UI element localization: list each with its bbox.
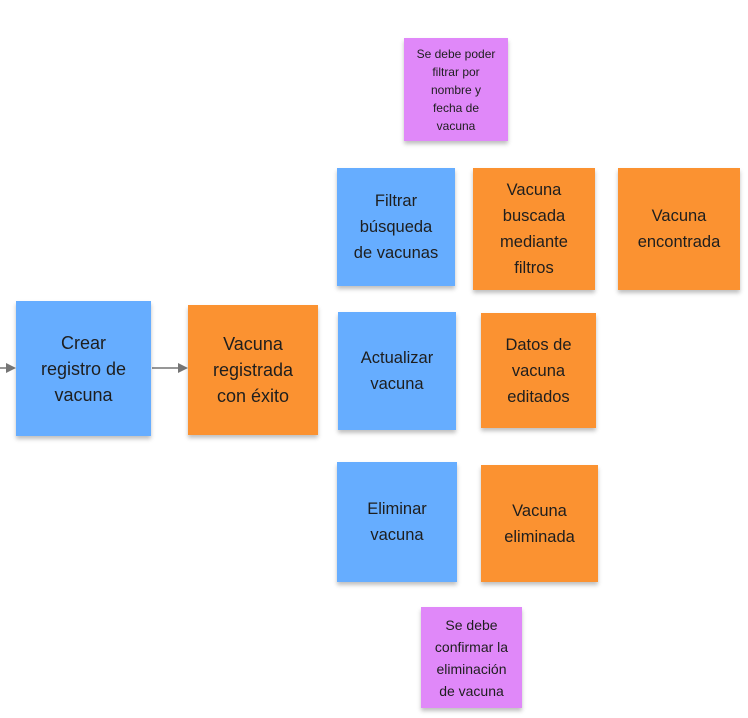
note-vacuna-eliminada[interactable]: Vacuna eliminada (481, 465, 598, 582)
note-actualizar-vacuna[interactable]: Actualizar vacuna (338, 312, 456, 430)
note-datos-editados[interactable]: Datos de vacuna editados (481, 313, 596, 428)
note-filtrar-busqueda[interactable]: Filtrar búsqueda de vacunas (337, 168, 455, 286)
note-confirmar-policy[interactable]: Se debe confirmar la eliminación de vacu… (421, 607, 522, 708)
note-eliminar-vacuna[interactable]: Eliminar vacuna (337, 462, 457, 582)
note-vacuna-registrada[interactable]: Vacuna registrada con éxito (188, 305, 318, 435)
note-crear-registro[interactable]: Crear registro de vacuna (16, 301, 151, 436)
note-vacuna-buscada[interactable]: Vacuna buscada mediante filtros (473, 168, 595, 290)
note-filtrar-policy[interactable]: Se debe poder filtrar por nombre y fecha… (404, 38, 508, 141)
note-vacuna-encontrada[interactable]: Vacuna encontrada (618, 168, 740, 290)
